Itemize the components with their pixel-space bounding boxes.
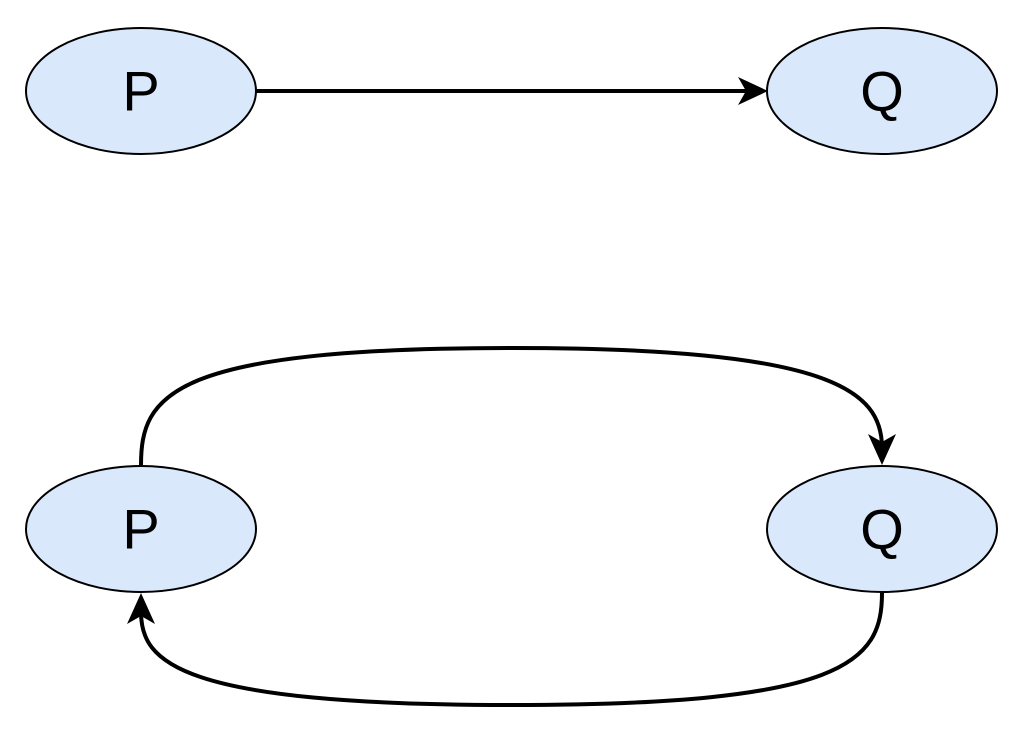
node-bottom-p[interactable]: P xyxy=(25,465,257,593)
node-top-p-ellipse xyxy=(25,27,257,155)
node-bottom-p-label: P xyxy=(122,498,159,561)
node-top-q[interactable]: Q xyxy=(766,27,998,155)
node-top-q-label: Q xyxy=(860,60,904,123)
top-diagram: P Q xyxy=(25,27,998,155)
node-bottom-q-label: Q xyxy=(860,498,904,561)
node-top-p[interactable]: P xyxy=(25,27,257,155)
arrowhead-top-q xyxy=(738,77,768,105)
arrowhead-bottom-p xyxy=(127,593,155,624)
node-bottom-q[interactable]: Q xyxy=(766,465,998,593)
arrowhead-bottom-q xyxy=(868,434,896,465)
edge-bottom-p-to-q xyxy=(139,345,884,466)
node-top-q-ellipse xyxy=(766,27,998,155)
bottom-diagram: P Q xyxy=(25,345,998,708)
node-bottom-q-ellipse xyxy=(766,465,998,593)
node-top-p-label: P xyxy=(122,60,159,123)
edge-bottom-q-to-p xyxy=(139,592,884,708)
node-bottom-p-ellipse xyxy=(25,465,257,593)
